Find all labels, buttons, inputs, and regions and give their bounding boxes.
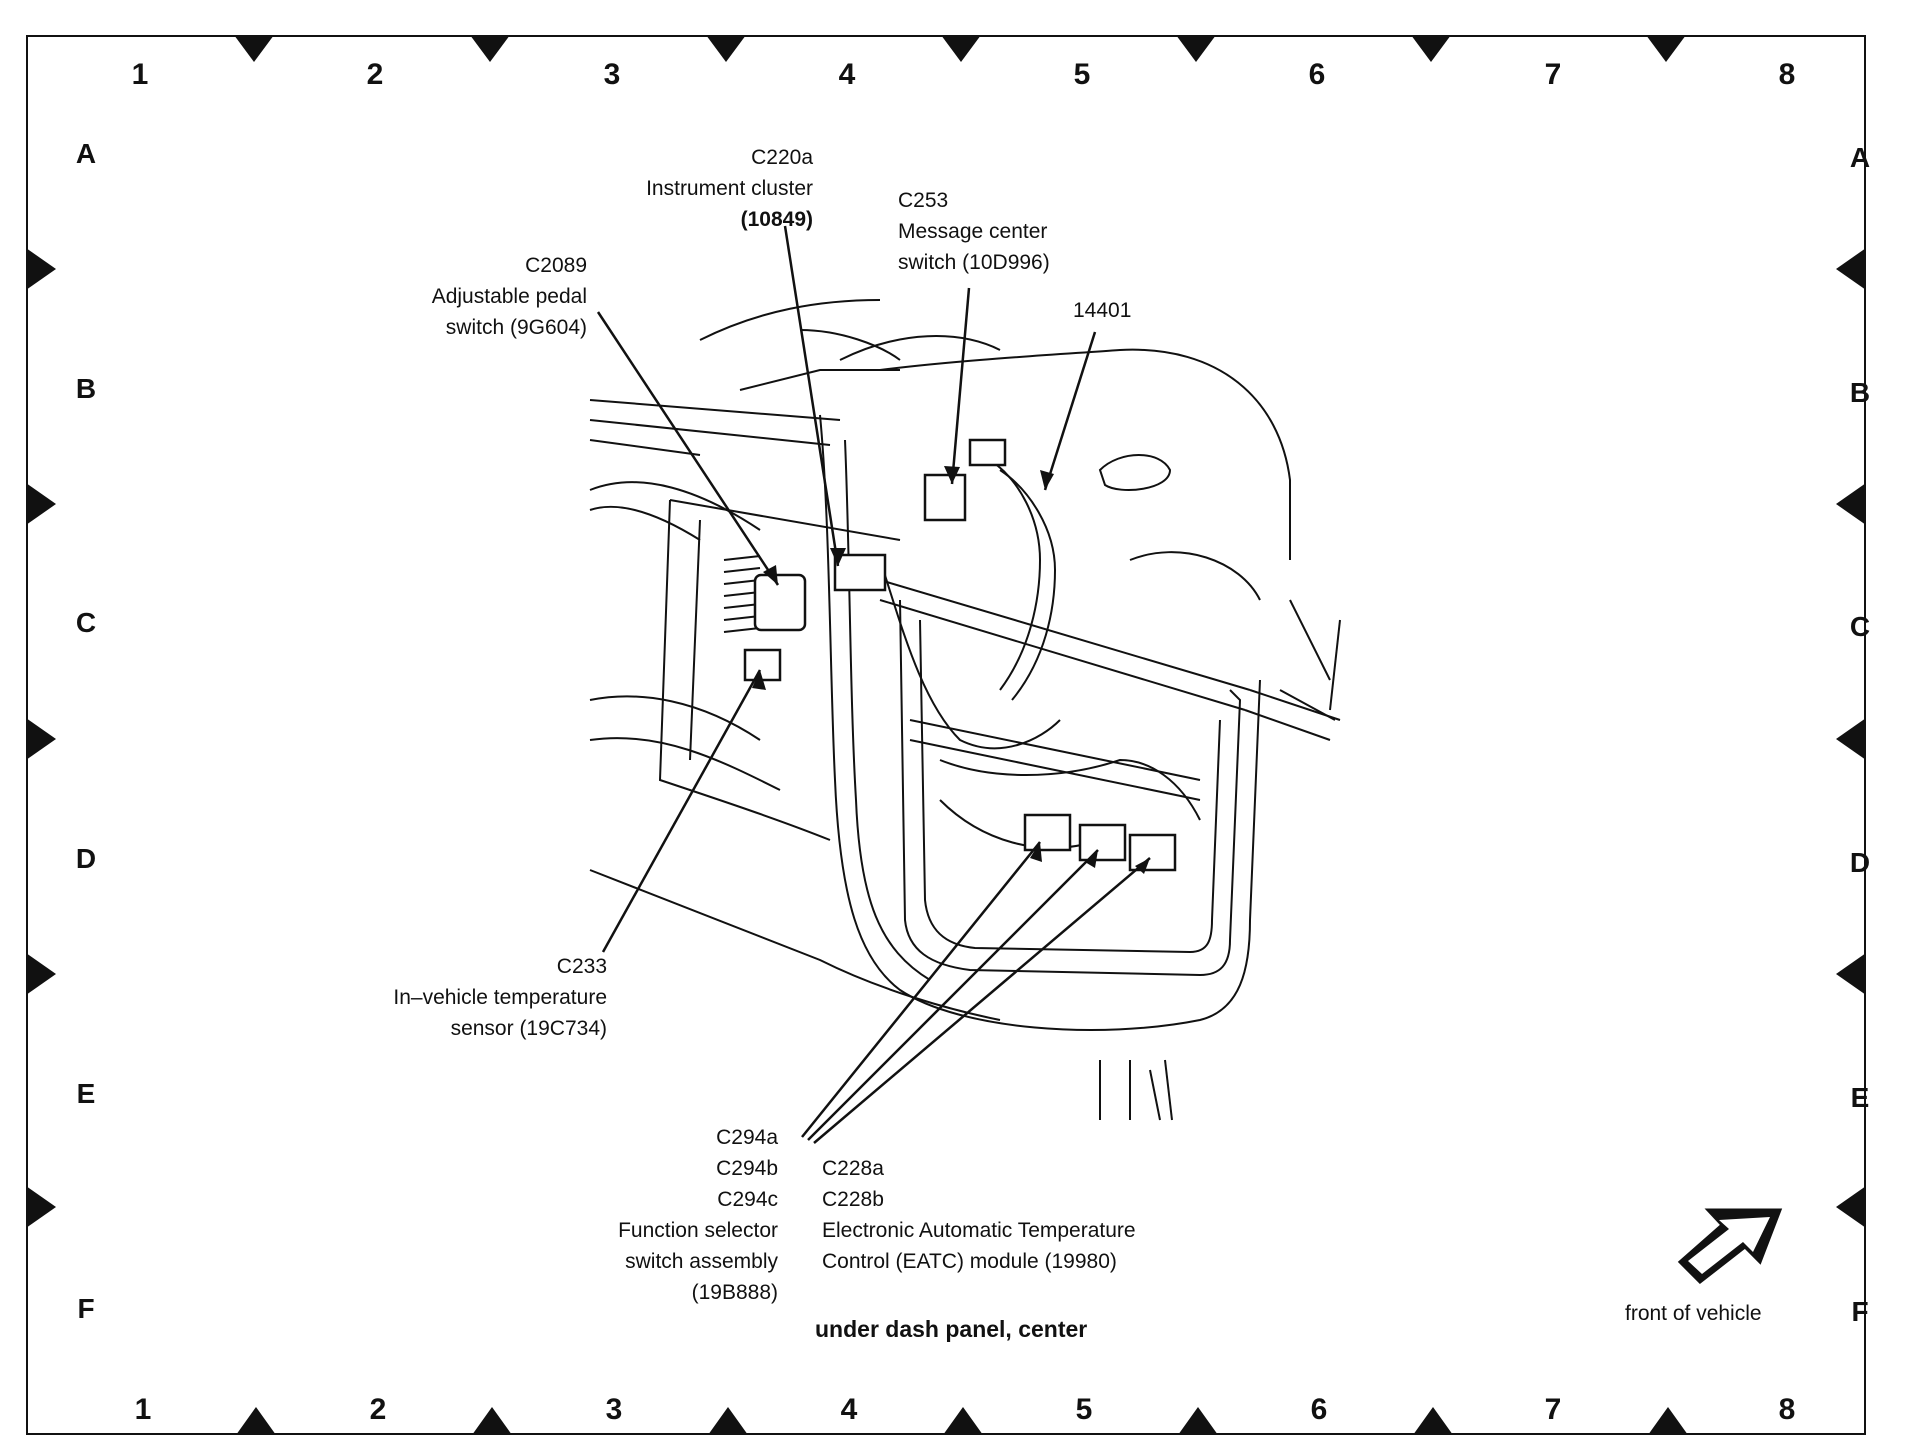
leader-14401 — [1043, 331, 1097, 491]
c228-desc2: Control (EATC) module (19980) — [822, 1250, 1117, 1273]
c253-code: C253 — [898, 189, 949, 212]
c253-desc: Message center — [898, 220, 1048, 243]
col-bottom-5: 5 — [1075, 1393, 1093, 1426]
leader-c253 — [950, 287, 971, 485]
col-top-2: 2 — [366, 58, 384, 91]
row-left-E: E — [76, 1078, 96, 1109]
c220a-code: C220a — [751, 146, 813, 169]
leader-arrowheads — [752, 466, 1150, 874]
row-left-D: D — [75, 843, 97, 874]
c294a-code: C294a — [716, 1126, 778, 1149]
col-top-1: 1 — [131, 58, 149, 91]
connector-shapes — [743, 438, 1177, 872]
row-left-B: B — [75, 373, 97, 404]
c294b-connector — [1078, 823, 1127, 862]
c220a-connector — [833, 553, 887, 592]
c294-part: (19B888) — [691, 1281, 778, 1304]
c233-desc: In–vehicle temperature — [393, 986, 607, 1009]
leader-c233 — [601, 669, 762, 953]
col-bottom-7: 7 — [1544, 1393, 1562, 1426]
col-bottom-4: 4 — [840, 1393, 858, 1426]
leader-lines — [596, 225, 1151, 1144]
col-bottom-2: 2 — [369, 1393, 387, 1426]
c253-part: switch (10D996) — [898, 251, 1050, 274]
c294c-code: C294c — [717, 1188, 778, 1211]
col-top-8: 8 — [1778, 58, 1796, 91]
c233-connector — [743, 648, 782, 682]
leader-c2089 — [596, 311, 780, 586]
row-left-F: F — [77, 1293, 95, 1324]
col-top-3: 3 — [603, 58, 621, 91]
col-top-4: 4 — [838, 58, 856, 91]
c294a-connector — [1023, 813, 1072, 852]
col-top-5: 5 — [1073, 58, 1091, 91]
c294-desc2: switch assembly — [625, 1250, 778, 1273]
callout-c228: C228a C228b Electronic Automatic Tempera… — [822, 1153, 1136, 1277]
c294c-connector — [1128, 833, 1177, 872]
c233-part: sensor (19C734) — [450, 1017, 607, 1040]
c2089-connector — [753, 573, 807, 632]
callout-c2089: C2089 Adjustable pedal switch (9G604) — [432, 250, 587, 343]
c220a-part: (10849) — [740, 208, 813, 231]
col-bottom-1: 1 — [134, 1393, 152, 1426]
c294-desc1: Function selector — [618, 1219, 778, 1242]
c2089-code: C2089 — [525, 254, 587, 277]
row-left-C: C — [75, 607, 97, 638]
row-left-A: A — [75, 138, 97, 169]
h14401-code: 14401 — [1073, 299, 1132, 322]
row-right-C: C — [1849, 611, 1871, 642]
c228b-code: C228b — [822, 1188, 884, 1211]
grid-tick-marks — [26, 35, 1866, 1435]
callout-c253: C253 Message center switch (10D996) — [898, 185, 1050, 278]
c2089-desc: Adjustable pedal — [431, 285, 587, 308]
c294b-code: C294b — [716, 1157, 778, 1180]
row-right-D: D — [1849, 847, 1871, 878]
col-bottom-6: 6 — [1310, 1393, 1328, 1426]
row-right-F: F — [1851, 1296, 1869, 1327]
col-bottom-3: 3 — [605, 1393, 623, 1426]
callout-c220a: C220a Instrument cluster (10849) — [646, 142, 813, 235]
c2089-part: switch (9G604) — [445, 316, 587, 339]
col-top-7: 7 — [1544, 58, 1562, 91]
diagram-caption: under dash panel, center — [815, 1316, 1088, 1342]
callout-c233: C233 In–vehicle temperature sensor (19C7… — [393, 951, 607, 1044]
c228-desc1: Electronic Automatic Temperature — [822, 1219, 1136, 1242]
c233-code: C233 — [556, 955, 607, 978]
front-of-vehicle-label: front of vehicle — [1625, 1302, 1762, 1325]
row-right-B: B — [1849, 377, 1871, 408]
leader-c228 — [813, 857, 1151, 1144]
row-right-E: E — [1850, 1082, 1870, 1113]
dash-panel-art — [589, 299, 1341, 1121]
c220a-desc: Instrument cluster — [646, 177, 813, 200]
col-bottom-8: 8 — [1778, 1393, 1796, 1426]
c253-connector — [923, 473, 967, 522]
callout-14401: 14401 — [1073, 295, 1131, 326]
leader-c294b — [807, 849, 1099, 1141]
front-arrow-icon — [1677, 1208, 1783, 1284]
leader-c220a — [783, 225, 840, 567]
row-right-A: A — [1849, 142, 1871, 173]
c228a-code: C228a — [822, 1157, 884, 1180]
callout-c294: C294a C294b C294c Function selector swit… — [618, 1122, 778, 1308]
c253-clip — [968, 438, 1007, 467]
leader-c294a — [801, 841, 1041, 1138]
col-top-6: 6 — [1308, 58, 1326, 91]
